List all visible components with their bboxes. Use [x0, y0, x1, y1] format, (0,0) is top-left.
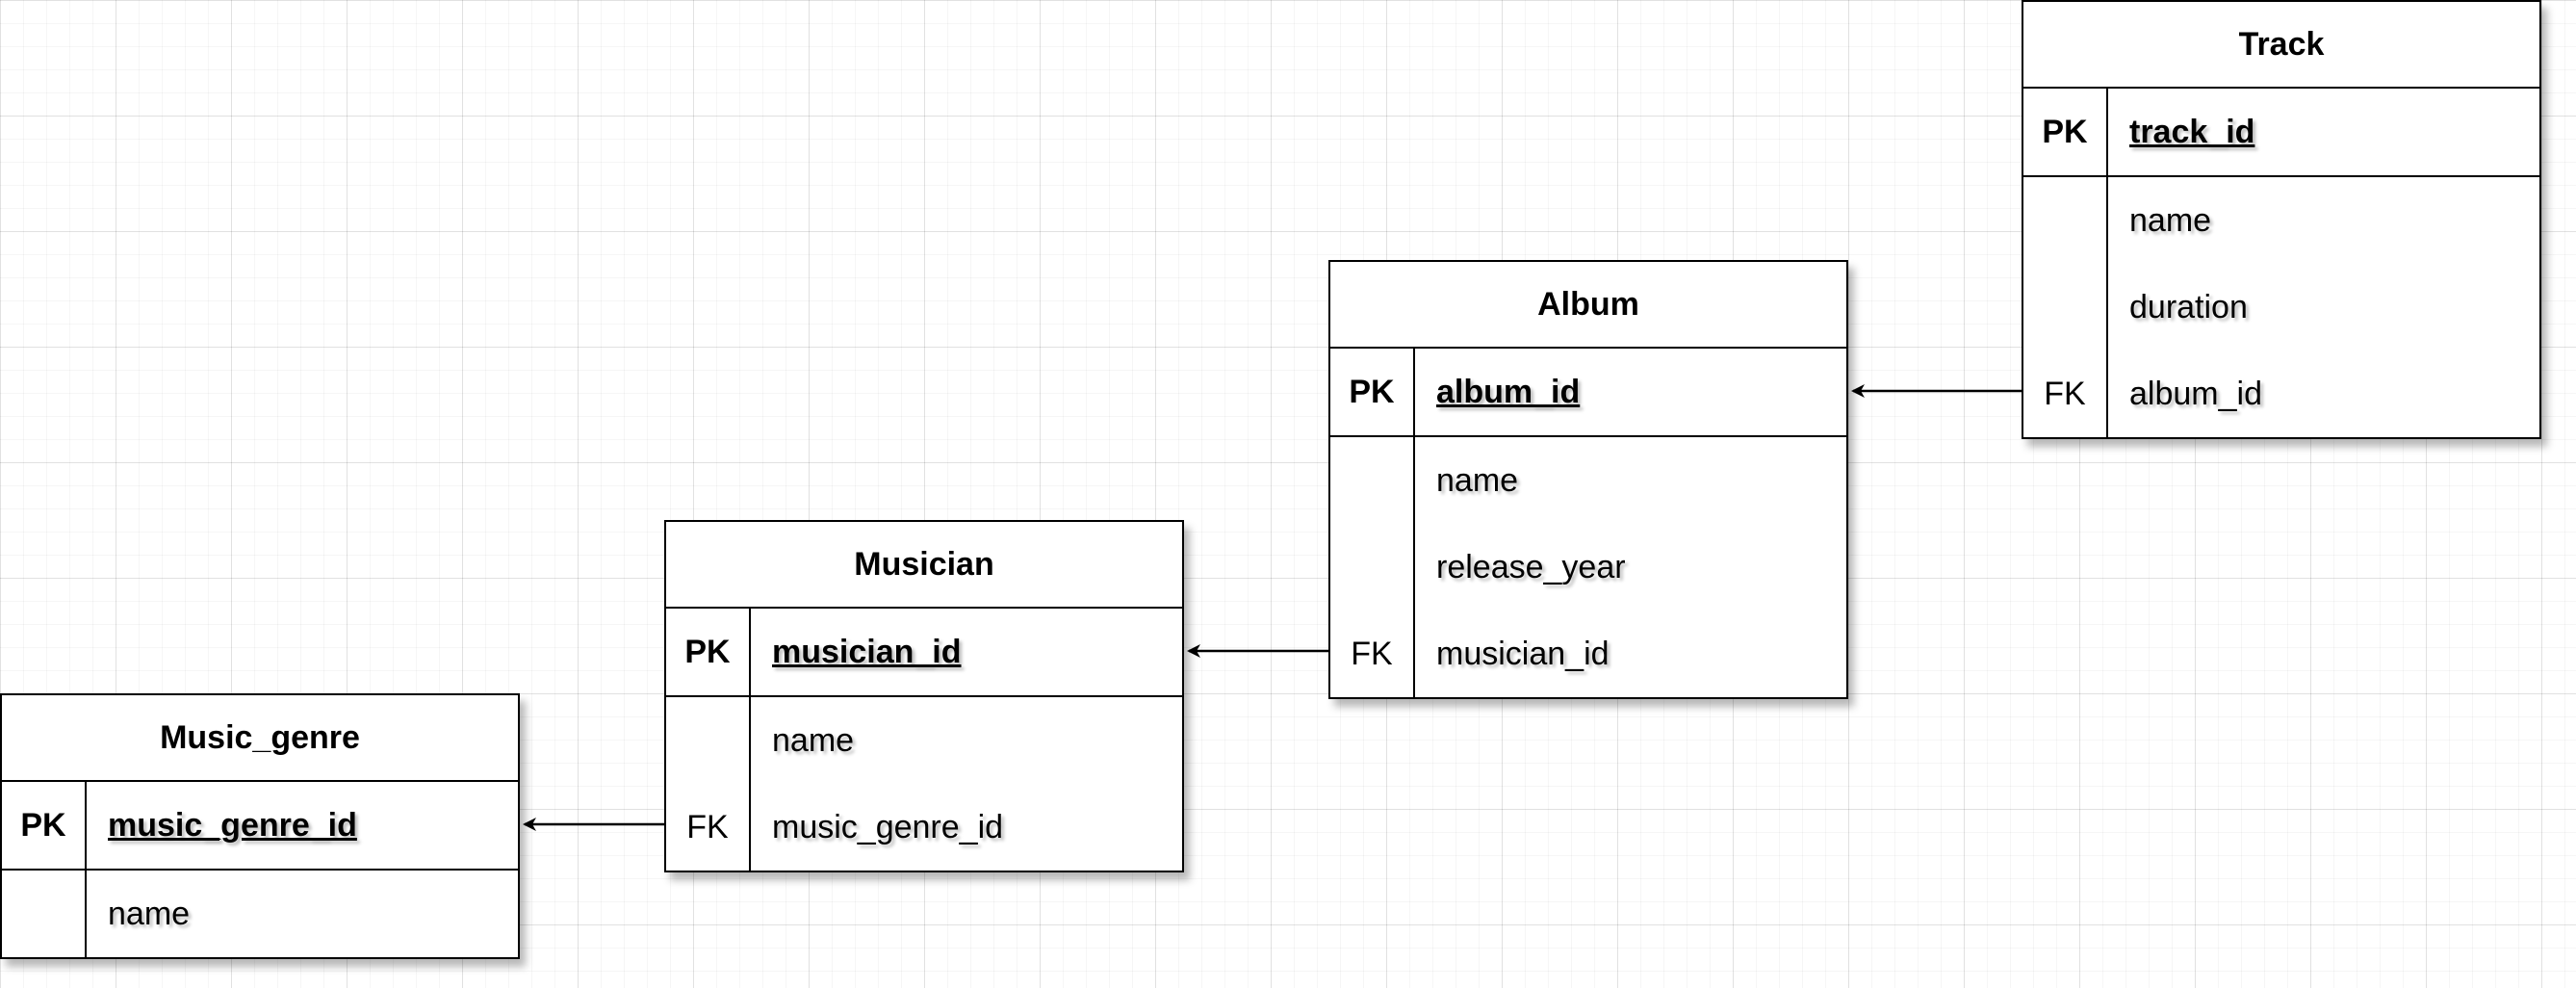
entity-music-genre[interactable]: Music_genre PK music_genre_id name — [0, 693, 520, 959]
field-row[interactable]: FK musician_id — [1330, 611, 1846, 697]
key-label: PK — [2023, 89, 2108, 175]
field-name: album_id — [1436, 373, 1581, 410]
field-row[interactable]: FK music_genre_id — [666, 784, 1182, 871]
entity-title: Track — [2023, 2, 2539, 89]
field-name: name — [772, 721, 855, 759]
entity-track[interactable]: Track PK track_id name duration FK album… — [2022, 0, 2541, 439]
field-name: name — [108, 895, 191, 932]
field-name: music_genre_id — [108, 806, 357, 844]
field-row[interactable]: name — [1330, 437, 1846, 524]
key-label — [1330, 524, 1415, 611]
field-row[interactable]: name — [2, 871, 518, 957]
key-label: PK — [1330, 349, 1415, 435]
field-name: release_year — [1436, 548, 1626, 585]
field-name: duration — [2129, 288, 2248, 325]
key-label — [1330, 437, 1415, 524]
field-row[interactable]: duration — [2023, 264, 2539, 351]
pk-row[interactable]: PK album_id — [1330, 349, 1846, 437]
key-label: FK — [1330, 611, 1415, 697]
key-label: PK — [666, 609, 751, 695]
key-label — [666, 697, 751, 784]
pk-row[interactable]: PK musician_id — [666, 609, 1182, 697]
entity-title: Music_genre — [2, 695, 518, 782]
field-name: musician_id — [772, 633, 962, 670]
entity-musician[interactable]: Musician PK musician_id name FK music_ge… — [664, 520, 1184, 872]
field-name: music_genre_id — [772, 808, 1004, 845]
entity-title: Musician — [666, 522, 1182, 609]
field-name: name — [1436, 461, 1519, 499]
key-label — [2023, 177, 2108, 264]
key-label: FK — [666, 784, 751, 871]
entity-title: Album — [1330, 262, 1846, 349]
field-row[interactable]: release_year — [1330, 524, 1846, 611]
field-name: track_id — [2129, 113, 2255, 150]
key-label — [2023, 264, 2108, 351]
field-name: name — [2129, 201, 2212, 239]
field-name: musician_id — [1436, 635, 1610, 672]
pk-row[interactable]: PK track_id — [2023, 89, 2539, 177]
key-label — [2, 871, 87, 957]
field-row[interactable]: name — [666, 697, 1182, 784]
field-row[interactable]: FK album_id — [2023, 351, 2539, 437]
key-label: PK — [2, 782, 87, 869]
field-name: album_id — [2129, 375, 2262, 412]
field-row[interactable]: name — [2023, 177, 2539, 264]
pk-row[interactable]: PK music_genre_id — [2, 782, 518, 871]
entity-album[interactable]: Album PK album_id name release_year FK m… — [1328, 260, 1848, 699]
key-label: FK — [2023, 351, 2108, 437]
